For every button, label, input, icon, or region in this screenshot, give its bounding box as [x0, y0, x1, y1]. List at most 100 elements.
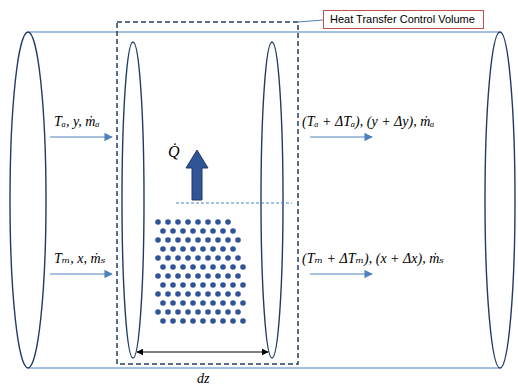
- particle: [185, 237, 191, 243]
- particle: [160, 228, 166, 234]
- particle: [165, 237, 171, 243]
- particle: [190, 318, 196, 324]
- particle: [220, 264, 226, 270]
- particle: [160, 318, 166, 324]
- particle: [225, 255, 231, 261]
- particle: [155, 273, 161, 279]
- heat-arrow: [186, 150, 208, 200]
- particle: [230, 246, 236, 252]
- particle: [235, 255, 241, 261]
- particle: [155, 255, 161, 261]
- particle: [190, 228, 196, 234]
- particle: [155, 219, 161, 225]
- particle: [170, 264, 176, 270]
- particle: [185, 273, 191, 279]
- particle: [190, 264, 196, 270]
- callout-box: Heat Transfer Control Volume: [323, 10, 484, 29]
- particle: [170, 318, 176, 324]
- particle: [215, 237, 221, 243]
- particle: [180, 318, 186, 324]
- particle: [195, 237, 201, 243]
- particle: [180, 246, 186, 252]
- particle: [235, 237, 241, 243]
- particle: [205, 291, 211, 297]
- flow-label: Tₘ, x, ṁₛ: [54, 251, 105, 268]
- particle: [240, 300, 246, 306]
- particle: [175, 309, 181, 315]
- particle: [175, 291, 181, 297]
- particle: [190, 300, 196, 306]
- particle: [170, 246, 176, 252]
- particle: [195, 309, 201, 315]
- particle: [225, 219, 231, 225]
- particle: [240, 318, 246, 324]
- particle-bed: [155, 219, 246, 324]
- callout-text: Heat Transfer Control Volume: [330, 13, 477, 25]
- particle: [235, 273, 241, 279]
- particle: [210, 246, 216, 252]
- particle: [205, 309, 211, 315]
- particle: [220, 228, 226, 234]
- liquid-level: [176, 203, 292, 204]
- particle: [210, 228, 216, 234]
- particle: [205, 255, 211, 261]
- particle: [225, 237, 231, 243]
- particle: [165, 219, 171, 225]
- flow-label: (Tₘ + ΔTₘ), (x + Δx), ṁₛ: [302, 251, 444, 268]
- particle: [180, 282, 186, 288]
- particle: [220, 282, 226, 288]
- dimension-label: dz: [197, 371, 209, 388]
- particle: [160, 246, 166, 252]
- particle: [185, 219, 191, 225]
- particle: [200, 300, 206, 306]
- particle: [230, 282, 236, 288]
- particle: [185, 291, 191, 297]
- particle: [155, 291, 161, 297]
- section-boundary: [261, 42, 283, 358]
- particle: [210, 318, 216, 324]
- flow-arrow: [50, 273, 112, 274]
- particle: [200, 228, 206, 234]
- particle: [200, 318, 206, 324]
- particle: [190, 246, 196, 252]
- particle: [235, 291, 241, 297]
- particle: [175, 219, 181, 225]
- particle: [210, 264, 216, 270]
- particle: [240, 264, 246, 270]
- particle: [160, 282, 166, 288]
- particle: [215, 309, 221, 315]
- particle: [165, 255, 171, 261]
- particle: [160, 264, 166, 270]
- particle: [225, 273, 231, 279]
- particle: [220, 246, 226, 252]
- particle: [230, 300, 236, 306]
- particle: [170, 300, 176, 306]
- particle: [155, 237, 161, 243]
- particle: [205, 273, 211, 279]
- particle: [200, 264, 206, 270]
- particle: [175, 273, 181, 279]
- pipe-end: [10, 32, 46, 368]
- particle: [215, 291, 221, 297]
- flow-label: (Tₐ + ΔTₐ), (y + Δy), ṁₐ: [302, 114, 434, 131]
- particle: [215, 273, 221, 279]
- particle: [170, 228, 176, 234]
- particle: [210, 300, 216, 306]
- particle: [185, 255, 191, 261]
- particle: [220, 318, 226, 324]
- particle: [205, 219, 211, 225]
- particle: [200, 282, 206, 288]
- particle: [185, 309, 191, 315]
- particle: [215, 255, 221, 261]
- leader-line: [298, 20, 323, 22]
- particle: [195, 273, 201, 279]
- particle: [235, 309, 241, 315]
- section-boundary: [122, 42, 144, 358]
- heat-label: Q̇: [168, 142, 180, 161]
- particle: [180, 300, 186, 306]
- particle: [190, 282, 196, 288]
- pipe-wall: [28, 367, 500, 368]
- particle: [165, 273, 171, 279]
